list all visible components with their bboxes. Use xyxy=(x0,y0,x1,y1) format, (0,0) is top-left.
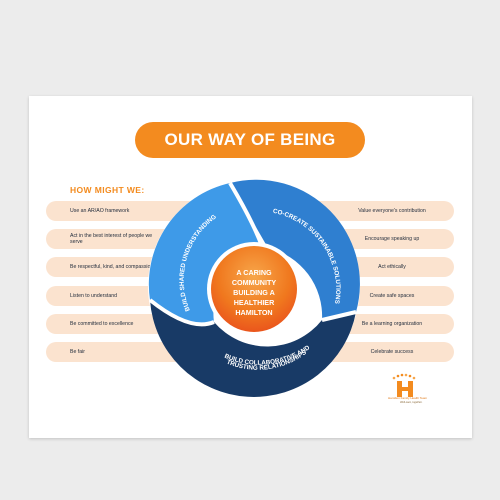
organization-logo xyxy=(392,373,416,397)
logo-organization-name: Hamilton Family Health Team xyxy=(388,396,428,400)
left-value-text: Act in the best interest of people we se… xyxy=(70,232,153,245)
separator-line xyxy=(148,298,215,327)
right-value-text: Encourage speaking up xyxy=(364,235,420,242)
separator-line xyxy=(321,310,357,322)
right-value-text: Act ethically xyxy=(378,263,406,270)
separator-line xyxy=(228,181,264,247)
segment-right xyxy=(230,179,360,320)
how-might-we-heading: HOW MIGHT WE: xyxy=(70,185,145,195)
right-value-text: Be a learning organization xyxy=(361,320,423,327)
center-text-line: COMMUNITY xyxy=(232,278,277,287)
page-title: OUR WAY OF BEING xyxy=(164,130,336,149)
center-text-line: BUILDING A xyxy=(233,288,275,297)
right-value-text: Celebrate success xyxy=(370,348,414,355)
segment-left xyxy=(148,183,262,325)
center-text-line: HEALTHIER xyxy=(234,298,275,307)
segment-bottom xyxy=(150,300,356,397)
right-value-text: Create safe spaces xyxy=(369,292,415,299)
left-value-pill: Use an AR/AO framework xyxy=(46,201,216,221)
center-text-line: A CARING xyxy=(236,268,272,277)
center-circle xyxy=(211,246,297,332)
left-value-text: Be respectful, kind, and compassionate xyxy=(70,263,161,270)
center-text-line: HAMILTON xyxy=(235,308,272,317)
right-value-text: Value everyone's contribution xyxy=(358,207,426,214)
left-value-text: Listen to understand xyxy=(70,292,118,299)
logo-tagline: Well-care, together. xyxy=(400,401,423,404)
title-banner: OUR WAY OF BEING xyxy=(135,122,365,158)
left-value-text: Use an AR/AO framework xyxy=(70,207,130,214)
logo-mark-icon xyxy=(392,373,416,397)
left-value-text: Be fair xyxy=(70,348,85,355)
left-value-text: Be committed to excellence xyxy=(70,320,134,327)
